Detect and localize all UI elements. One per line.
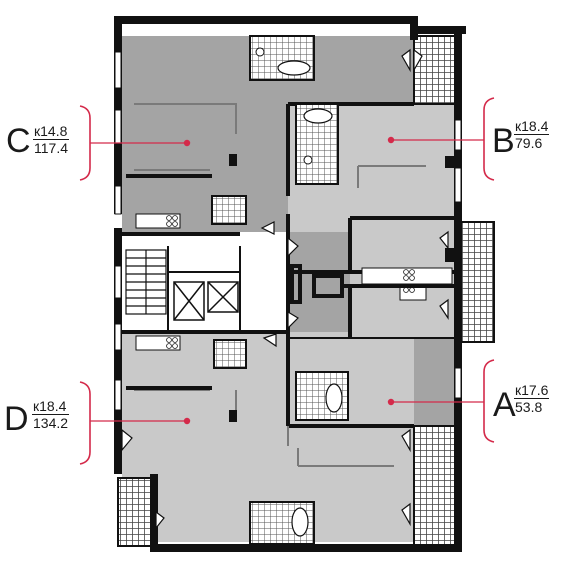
unit-a-total-area: 53.8 <box>514 398 550 415</box>
unit-b-k-area: к18.4 <box>515 118 549 134</box>
unit-d-areas: к18.4 134.2 <box>32 398 70 431</box>
unit-b-areas: к18.4 79.6 <box>514 118 550 151</box>
bracket-d <box>79 381 91 465</box>
unit-b-letter: B <box>492 122 515 160</box>
bracket-a <box>483 359 495 443</box>
elevator-left <box>173 281 205 321</box>
bracket-b <box>483 97 495 181</box>
unit-a-areas: к17.6 53.8 <box>514 382 550 415</box>
elevator-right <box>207 281 239 313</box>
unit-c-total-area: 117.4 <box>33 139 69 156</box>
balcony-bottom-left <box>117 477 155 547</box>
unit-a-letter: A <box>493 386 516 424</box>
balcony-right-mid <box>457 221 495 343</box>
staircase <box>125 249 167 315</box>
unit-d-total-area: 134.2 <box>32 414 70 431</box>
unit-d-k-area: к18.4 <box>33 398 67 414</box>
unit-c-areas: к14.8 117.4 <box>33 123 69 156</box>
unit-c-letter: C <box>6 122 31 160</box>
balcony-bottom-right <box>413 425 459 549</box>
unit-d-letter: D <box>4 400 29 438</box>
unit-b-total-area: 79.6 <box>514 134 550 151</box>
bracket-c <box>79 105 91 181</box>
unit-a-k-area: к17.6 <box>515 382 549 398</box>
balcony-top-right <box>413 35 459 105</box>
unit-c-k-area: к14.8 <box>34 123 68 139</box>
